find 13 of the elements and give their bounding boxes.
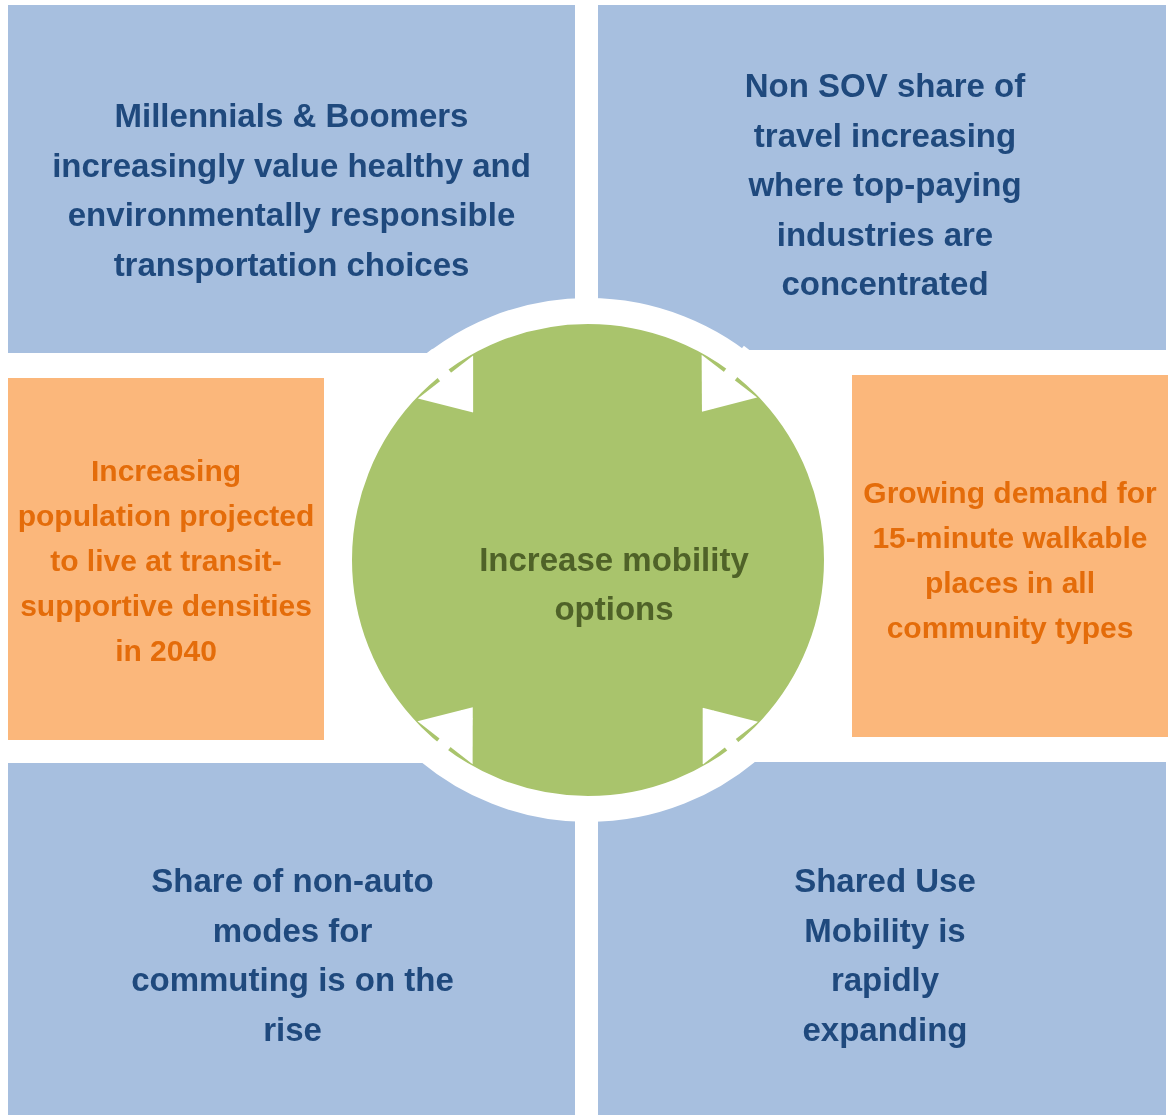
- info-box: [8, 763, 575, 1115]
- box-text: Shared Use Mobility is rapidly expanding: [793, 861, 977, 1050]
- box-text: Share of non-auto modes for commuting is on the rise: [130, 861, 455, 1050]
- box-text: Non SOV share of travel increasing where top-paying industries are concentrated: [743, 66, 1027, 305]
- box-text: Increasing population projected to live at transit-supportive densities in 2040: [16, 452, 316, 669]
- info-box: [8, 378, 324, 740]
- info-box: [598, 5, 1166, 350]
- circle-text: Increase mobility options: [478, 539, 750, 629]
- box-text: Millennials & Boomers increasingly value healthy and environmentally responsible transportation choices: [51, 96, 532, 285]
- info-box: [598, 762, 1166, 1115]
- info-box: [8, 5, 575, 353]
- info-box: [852, 375, 1168, 737]
- box-text: Growing demand for 15-minute walkable places in all community types: [862, 475, 1158, 646]
